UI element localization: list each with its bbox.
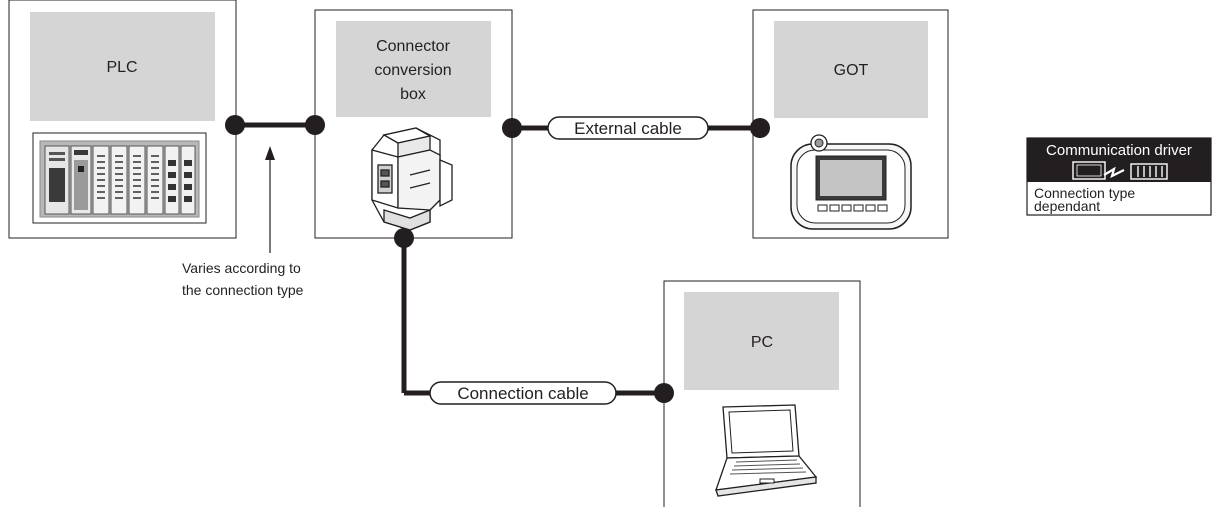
connection-cable-label: Connection cable [429,381,617,405]
pc-node: PC [663,280,861,507]
connection-dots [225,115,770,403]
annotation-text-line-2: the connection type [182,282,304,298]
converter-node: Connector conversion box [314,9,513,239]
annotation-text-line-1: Varies according to [182,260,301,276]
external-cable-label: External cable [547,116,709,140]
plc-label-panel [30,12,215,121]
got-node: GOT [752,9,949,239]
pc-label: PC [751,334,773,351]
badge-header [1027,138,1211,182]
got-to-plc-icon [1072,161,1168,180]
converter-box-image [371,127,453,231]
got-label: GOT [834,62,869,79]
converter-label-line-3: box [400,86,426,103]
external-cable-text: External cable [574,119,682,138]
converter-right-port-dot [502,118,522,138]
plc-port-dot [225,115,245,135]
connection-cable-text: Connection cable [457,384,588,403]
pc-laptop-image [715,404,818,497]
communication-driver-badge: Communication driver Connection type dep… [1026,137,1212,216]
annotation-arrow-head [265,146,275,160]
converter-left-port-dot [305,115,325,135]
converter-bottom-port-dot [394,228,414,248]
connection-type-annotation: Varies according to the connection type [182,146,304,298]
converter-label-panel [336,21,491,117]
converter-label-line-1: Connector [376,38,450,55]
converter-label-line-2: conversion [374,62,451,79]
got-port-dot [750,118,770,138]
badge-subtitle-line-1: Connection type [1034,185,1135,201]
badge-title: Communication driver [1046,142,1192,159]
plc-label: PLC [106,59,137,76]
plc-node: PLC [8,0,237,239]
pc-label-panel [684,292,839,390]
badge-subtitle-line-2: dependant [1034,198,1100,214]
plc-rack-image [32,132,207,224]
got-handheld-image [790,134,912,230]
got-label-panel [774,21,928,118]
pc-port-dot [654,383,674,403]
